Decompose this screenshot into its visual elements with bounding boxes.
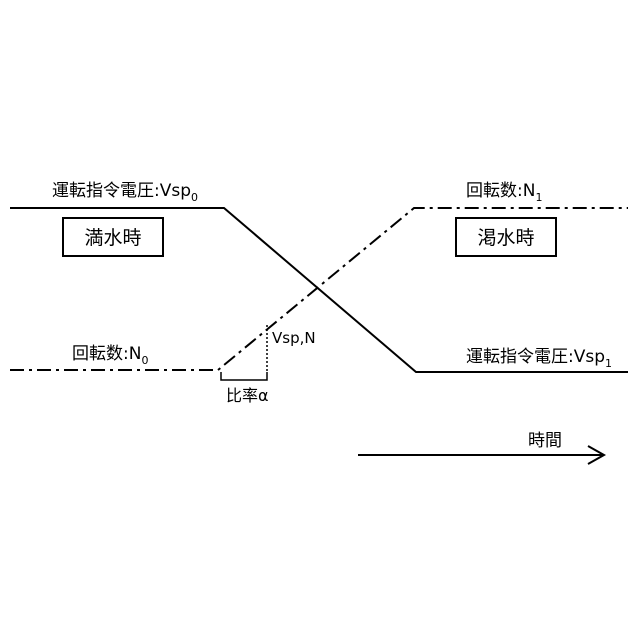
voltage-empty-label: 運転指令電圧:Vsp1 — [466, 347, 612, 370]
vsp-n-label: Vsp,N — [272, 329, 316, 347]
rotation-full-label: 回転数:N0 — [72, 344, 148, 367]
ratio-bracket — [221, 372, 267, 380]
time-label: 時間 — [528, 431, 562, 451]
rotation-empty-label: 回転数:N1 — [466, 181, 542, 204]
ratio-alpha-label: 比率α — [226, 386, 269, 405]
empty-water-label: 渇水時 — [477, 227, 534, 249]
voltage-full-label: 運転指令電圧:Vsp0 — [52, 181, 198, 204]
full-water-label: 満水時 — [84, 227, 141, 249]
